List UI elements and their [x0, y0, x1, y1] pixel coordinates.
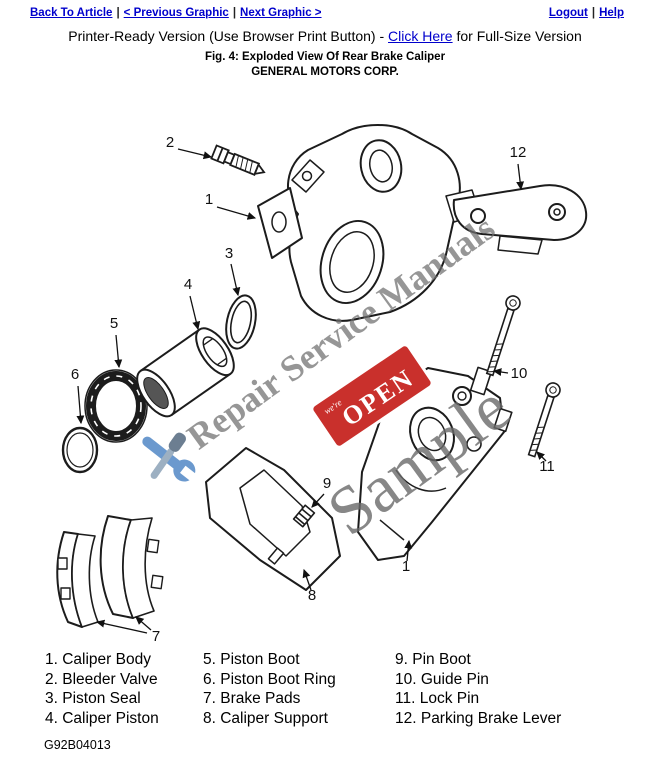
callout-label: 3	[225, 245, 233, 262]
legend-item: 2. Bleeder Valve	[45, 670, 158, 688]
legend-column-2: 5. Piston Boot 6. Piston Boot Ring 7. Br…	[203, 650, 395, 728]
leader-line	[189, 295, 201, 331]
legend-item: 12. Parking Brake Lever	[395, 709, 562, 727]
callout-label: 11	[539, 458, 555, 475]
caliper-support-part	[205, 447, 341, 591]
open-sign: we're OPEN	[310, 343, 434, 449]
brake-pads-part	[56, 515, 164, 628]
callout-label: 4	[184, 276, 192, 293]
back-to-article-link[interactable]: Back To Article	[30, 7, 113, 19]
leader-line	[516, 163, 525, 191]
help-link[interactable]: Help	[599, 7, 624, 19]
callout-label: 10	[511, 365, 528, 382]
leader-line	[114, 334, 123, 369]
callout-label: 5	[110, 315, 118, 332]
leader-line	[177, 148, 213, 160]
leader-line	[536, 451, 547, 462]
leader-line	[76, 385, 85, 425]
callout-label: 12	[510, 144, 527, 161]
piston-seal-part	[225, 294, 257, 350]
top-navigation: Back To Article|< Previous Graphic|Next …	[0, 0, 650, 19]
lock-pin-part	[527, 382, 561, 458]
printer-line-suffix: for Full-Size Version	[452, 28, 582, 44]
printer-line-prefix: Printer-Ready Version (Use Browser Print…	[68, 28, 389, 44]
callout-label: 6	[71, 366, 79, 383]
legend-column-1: 1. Caliper Body 2. Bleeder Valve 3. Pist…	[45, 650, 203, 728]
figure-caption: Fig. 4: Exploded View Of Rear Brake Cali…	[204, 51, 446, 63]
legend-item: 10. Guide Pin	[395, 670, 489, 688]
callout-labels: 2 1 3 4 5 6 7 9 8 1 10 11 12	[71, 134, 555, 645]
legend-column-3: 9. Pin Boot 10. Guide Pin 11. Lock Pin 1…	[395, 650, 561, 728]
leader-line	[404, 539, 413, 562]
legend-item: 3. Piston Seal	[45, 690, 141, 707]
leader-line	[492, 368, 509, 376]
callout-label: 1	[402, 558, 410, 575]
nav-separator: |	[116, 7, 120, 19]
bleeder-valve-part	[210, 144, 266, 176]
watermark-sample: Sample	[314, 369, 524, 550]
full-size-version-link[interactable]: Click Here	[388, 28, 453, 44]
nav-separator: |	[232, 7, 237, 19]
callout-label: 1	[205, 191, 213, 208]
callout-label: 7	[152, 628, 160, 645]
parking-brake-lever-part	[452, 184, 588, 255]
open-sign-text: OPEN	[336, 363, 419, 432]
legend-item: 6. Piston Boot Ring	[203, 670, 336, 688]
legend: 1. Caliper Body 2. Bleeder Valve 3. Pist…	[0, 650, 650, 728]
leader-line	[311, 493, 325, 508]
legend-item: 8. Caliper Support	[203, 709, 328, 727]
caliper-body-assembled-part	[357, 366, 513, 561]
tools-icon	[142, 432, 199, 483]
legend-item: 7. Brake Pads	[203, 690, 301, 707]
pin-boot-part	[292, 504, 316, 528]
leader-line	[216, 206, 257, 220]
legend-item: 4. Caliper Piston	[45, 709, 159, 727]
leader-line	[95, 619, 148, 634]
piston-boot-ring-part	[61, 426, 99, 474]
previous-graphic-link[interactable]: < Previous Graphic	[123, 7, 229, 19]
printer-version-line: Printer-Ready Version (Use Browser Print…	[0, 28, 650, 44]
leader-line	[135, 616, 152, 631]
piston-boot-part	[84, 369, 148, 443]
legend-item: 9. Pin Boot	[395, 651, 471, 668]
nav-left-group: Back To Article|< Previous Graphic|Next …	[30, 7, 322, 19]
callout-label: 9	[323, 475, 331, 492]
drawing-code: G92B04013	[44, 738, 111, 752]
watermark-repair-service-manuals: Repair Service Manuals	[180, 208, 502, 457]
logout-link[interactable]: Logout	[548, 7, 588, 19]
callout-leader-lines	[76, 148, 547, 634]
guide-pin-part	[485, 295, 521, 377]
nav-right-group: Logout|Help	[549, 7, 624, 19]
caliper-piston-part	[136, 327, 235, 418]
next-graphic-link[interactable]: Next Graphic >	[240, 7, 322, 19]
callout-label: 8	[308, 587, 316, 604]
open-sign-small-text: we're	[322, 397, 343, 416]
legend-item: 5. Piston Boot	[203, 651, 300, 668]
company-name: GENERAL MOTORS CORP.	[251, 66, 399, 78]
leader-line	[230, 263, 241, 297]
nav-separator: |	[591, 7, 596, 19]
leader-line	[302, 568, 312, 591]
callout-label: 2	[166, 134, 174, 151]
caliper-body-part	[257, 124, 481, 322]
legend-item: 1. Caliper Body	[45, 651, 151, 668]
legend-item: 11. Lock Pin	[395, 690, 480, 707]
